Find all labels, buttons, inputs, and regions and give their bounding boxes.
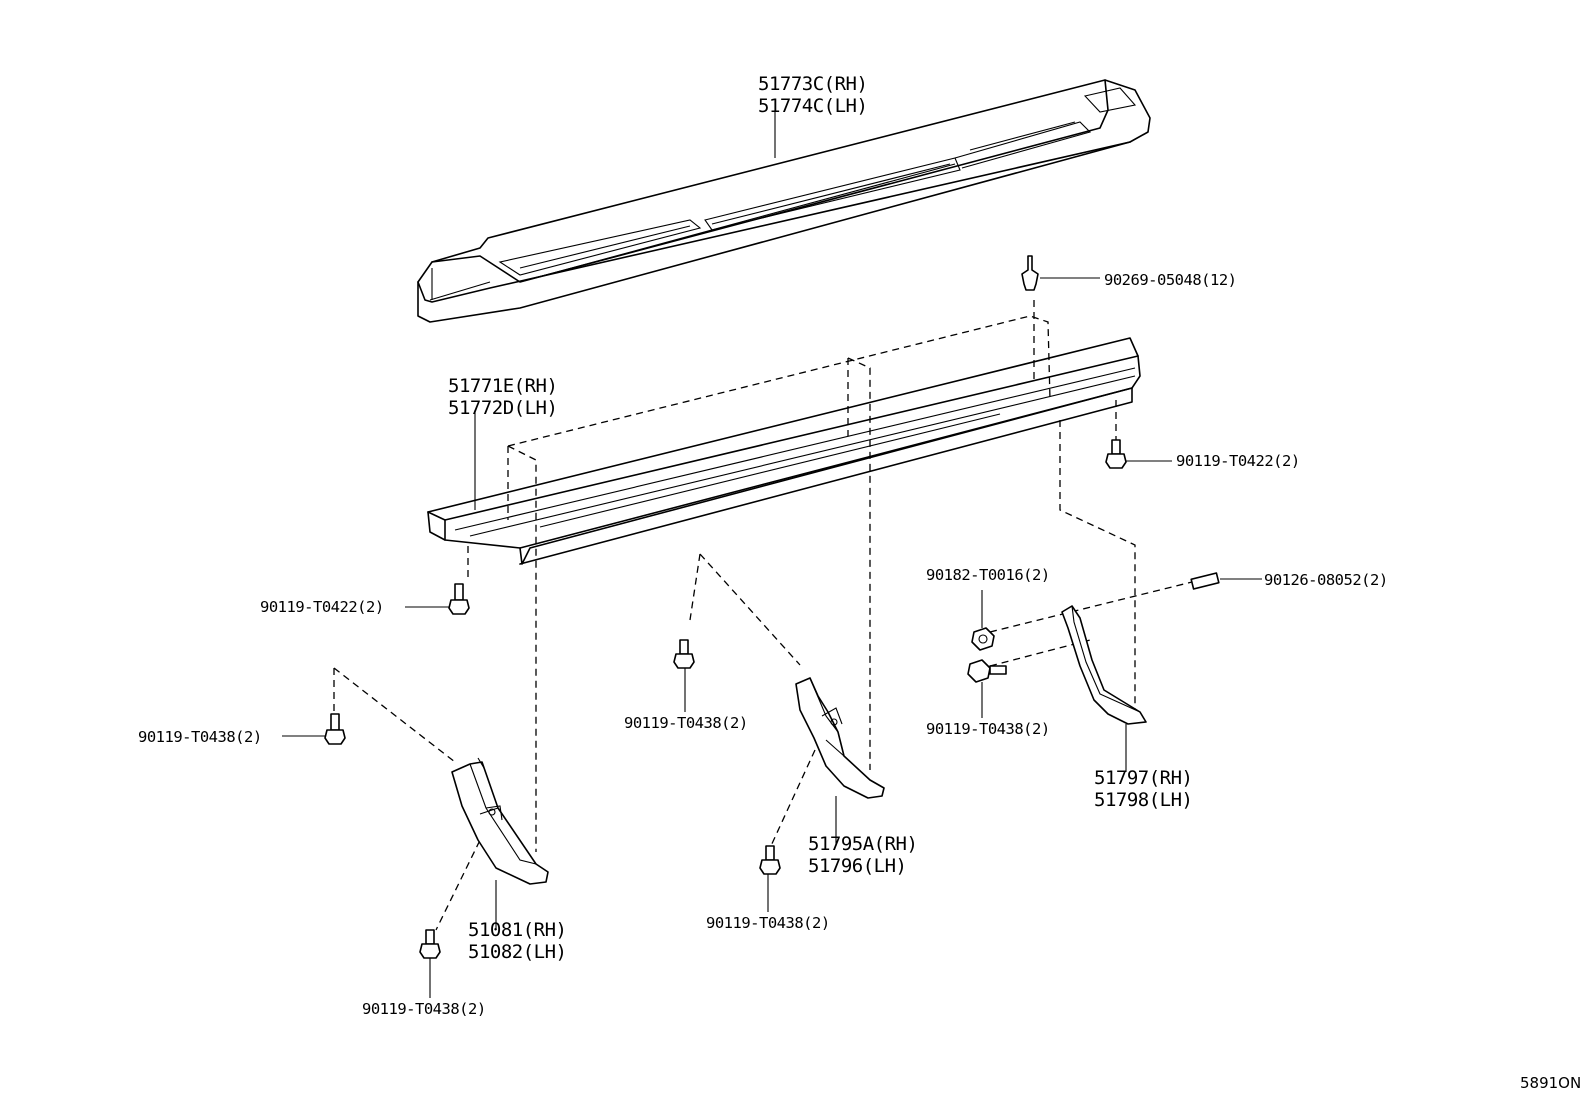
- label-step-cover-lh: 51774C(LH): [758, 95, 867, 117]
- bolt-mid-lower-part: [759, 845, 781, 875]
- bolt-right-lower-part: [967, 659, 1007, 683]
- clip-part: [1021, 255, 1039, 291]
- drawing-id: 5891ON: [1520, 1074, 1581, 1092]
- label-clip: 90269-05048(12): [1104, 271, 1236, 289]
- label-bolt-right-lower: 90119-T0438(2): [926, 720, 1050, 738]
- bracket-front-part: [451, 757, 549, 885]
- assembly-guides: [333, 300, 1193, 931]
- label-bolt-mid-lower: 90119-T0438(2): [706, 914, 830, 932]
- bracket-rear-part: [1061, 605, 1147, 725]
- bolt-left-upper-part: [324, 713, 346, 745]
- label-bolt-left-upper: 90119-T0438(2): [138, 728, 262, 746]
- bolt-mid-upper-part: [673, 639, 695, 669]
- nut-part: [971, 627, 995, 651]
- label-step-cover-rh: 51773C(RH): [758, 73, 867, 95]
- bolt-right-part: [1105, 439, 1127, 469]
- label-nut: 90182-T0016(2): [926, 566, 1050, 584]
- label-bolt-mid-upper: 90119-T0438(2): [624, 714, 748, 732]
- label-bolt-left: 90119-T0422(2): [260, 598, 384, 616]
- label-bracket-front-lh: 51082(LH): [468, 941, 566, 963]
- running-board-step-part: [427, 337, 1141, 565]
- label-step-lh: 51772D(LH): [448, 397, 557, 419]
- stud-part: [1190, 572, 1220, 590]
- bracket-mid-part: [795, 677, 885, 799]
- label-bracket-rear-rh: 51797(RH): [1094, 767, 1192, 789]
- label-stud: 90126-08052(2): [1264, 571, 1388, 589]
- label-bolt-right: 90119-T0422(2): [1176, 452, 1300, 470]
- label-bracket-front-rh: 51081(RH): [468, 919, 566, 941]
- label-bolt-left-lower: 90119-T0438(2): [362, 1000, 486, 1018]
- label-bracket-mid-rh: 51795A(RH): [808, 833, 917, 855]
- step-cover-part: [417, 79, 1151, 323]
- bolt-left-part: [448, 583, 470, 615]
- label-bracket-rear-lh: 51798(LH): [1094, 789, 1192, 811]
- label-bracket-mid-lh: 51796(LH): [808, 855, 906, 877]
- label-step-rh: 51771E(RH): [448, 375, 557, 397]
- bolt-left-lower-part: [419, 929, 441, 959]
